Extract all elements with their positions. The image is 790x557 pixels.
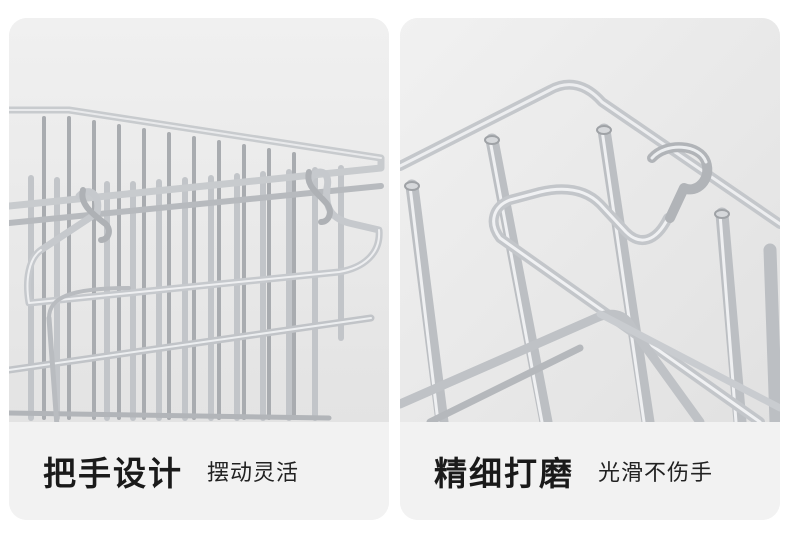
feature-title: 把手设计 — [43, 454, 183, 493]
basket-corner-photo — [400, 18, 780, 422]
feature-card-handle: 把手设计 摆动灵活 — [9, 18, 389, 520]
feature-title: 精细打磨 — [434, 454, 574, 493]
caption-bar: 把手设计 摆动灵活 — [9, 422, 389, 520]
feature-card-polish: 精细打磨 光滑不伤手 — [400, 18, 780, 520]
feature-subtitle: 光滑不伤手 — [598, 461, 714, 486]
caption-bar: 精细打磨 光滑不伤手 — [400, 422, 780, 520]
feature-subtitle: 摆动灵活 — [207, 461, 300, 486]
basket-handle-photo — [9, 18, 389, 422]
